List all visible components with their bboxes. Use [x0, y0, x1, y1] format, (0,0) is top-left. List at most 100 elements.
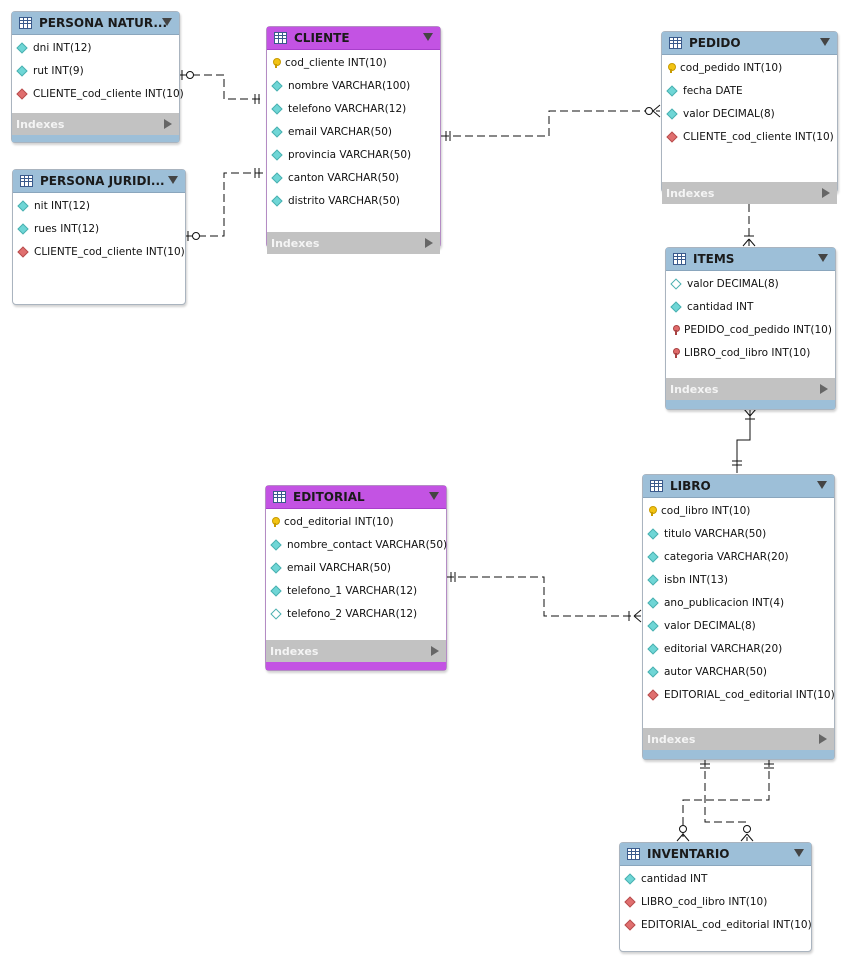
column-row[interactable]: canton VARCHAR(50)	[267, 166, 440, 189]
attribute-icon	[271, 102, 283, 115]
column-name: rues INT(12)	[34, 222, 100, 235]
attribute-icon	[670, 300, 682, 313]
table-header[interactable]: LIBRO	[643, 475, 834, 498]
primary-key-icon	[667, 62, 676, 73]
foreign-key-icon	[16, 87, 28, 100]
table-header[interactable]: PEDIDO	[662, 32, 837, 55]
column-row[interactable]: LIBRO_cod_libro INT(10)	[666, 341, 835, 364]
column-name: CLIENTE_cod_cliente INT(10)	[34, 245, 185, 258]
column-row[interactable]: telefono VARCHAR(12)	[267, 97, 440, 120]
collapse-arrow-icon[interactable]	[168, 176, 178, 184]
column-row[interactable]: telefono_1 VARCHAR(12)	[266, 579, 446, 602]
collapse-arrow-icon[interactable]	[794, 849, 804, 857]
collapse-arrow-icon[interactable]	[429, 492, 439, 500]
column-row[interactable]: CLIENTE_cod_cliente INT(10)	[12, 82, 184, 105]
column-row[interactable]: PEDIDO_cod_pedido INT(10)	[666, 318, 835, 341]
column-row[interactable]: cod_cliente INT(10)	[267, 51, 440, 74]
column-row[interactable]: email VARCHAR(50)	[266, 556, 446, 579]
column-row[interactable]: nombre VARCHAR(100)	[267, 74, 440, 97]
column-row[interactable]: titulo VARCHAR(50)	[643, 522, 834, 545]
expand-arrow-icon[interactable]	[431, 646, 439, 656]
column-row[interactable]: dni INT(12)	[12, 36, 179, 59]
indexes-section[interactable]: Indexes	[643, 728, 834, 750]
collapse-arrow-icon[interactable]	[423, 33, 433, 41]
table-icon	[20, 175, 33, 187]
column-row[interactable]: LIBRO_cod_libro INT(10)	[620, 890, 811, 913]
column-row[interactable]: cod_editorial INT(10)	[266, 510, 446, 533]
column-row[interactable]: fecha DATE	[662, 79, 837, 102]
column-row[interactable]: valor DECIMAL(8)	[643, 614, 834, 637]
indexes-section[interactable]: Indexes	[662, 182, 837, 204]
table-header[interactable]: ITEMS	[666, 248, 835, 271]
column-row[interactable]: cantidad INT	[620, 867, 811, 890]
column-row[interactable]: nit INT(12)	[13, 194, 185, 217]
indexes-section[interactable]: Indexes	[266, 640, 446, 662]
column-row[interactable]: email VARCHAR(50)	[267, 120, 440, 143]
relationship-libro-inventario-2	[700, 759, 754, 842]
column-row[interactable]: editorial VARCHAR(20)	[643, 637, 834, 660]
attribute-icon	[647, 665, 659, 678]
column-row[interactable]: categoria VARCHAR(20)	[643, 545, 834, 568]
collapse-arrow-icon[interactable]	[817, 481, 827, 489]
table-title: EDITORIAL	[293, 490, 365, 504]
attribute-icon	[624, 872, 636, 885]
column-name: ano_publicacion INT(4)	[664, 596, 785, 609]
column-row[interactable]: rues INT(12)	[13, 217, 185, 240]
column-row[interactable]: CLIENTE_cod_cliente INT(10)	[662, 125, 837, 148]
column-row[interactable]: provincia VARCHAR(50)	[267, 143, 440, 166]
column-row[interactable]: nombre_contact VARCHAR(50)	[266, 533, 447, 556]
indexes-label: Indexes	[666, 186, 715, 200]
expand-arrow-icon[interactable]	[822, 188, 830, 198]
column-row[interactable]: EDITORIAL_cod_editorial INT(10)	[643, 683, 835, 706]
expand-arrow-icon[interactable]	[425, 238, 433, 248]
column-row[interactable]: rut INT(9)	[12, 59, 179, 82]
table-header[interactable]: CLIENTE	[267, 27, 440, 50]
attribute-icon	[647, 642, 659, 655]
indexes-section[interactable]: Indexes	[12, 113, 179, 135]
table-persona-natural[interactable]: PERSONA NATUR...dni INT(12)rut INT(9)CLI…	[11, 11, 184, 143]
column-name: nombre VARCHAR(100)	[288, 79, 411, 92]
column-row[interactable]: valor DECIMAL(8)	[662, 102, 837, 125]
table-persona-juridica[interactable]: PERSONA JURIDI...nit INT(12) rues INT(12)…	[12, 169, 186, 305]
column-name: valor DECIMAL(8)	[683, 107, 775, 120]
expand-arrow-icon[interactable]	[819, 734, 827, 744]
table-editorial[interactable]: EDITORIAL cod_editorial INT(10)nombre_con…	[265, 485, 447, 671]
relationship-persona-juridica-cliente	[186, 168, 264, 241]
table-icon	[273, 491, 286, 503]
attribute-icon	[270, 538, 282, 551]
column-row[interactable]: CLIENTE_cod_cliente INT(10)	[13, 240, 185, 263]
table-header[interactable]: PERSONA JURIDI...	[13, 170, 185, 193]
attribute-icon	[270, 584, 282, 597]
column-row[interactable]: cod_libro INT(10)	[643, 499, 834, 522]
column-row[interactable]: ano_publicacion INT(4)	[643, 591, 834, 614]
table-header[interactable]: INVENTARIO	[620, 843, 811, 866]
indexes-section[interactable]: Indexes	[666, 378, 835, 400]
column-name: valor DECIMAL(8)	[687, 277, 779, 290]
column-name: email VARCHAR(50)	[288, 125, 393, 138]
column-row[interactable]: distrito VARCHAR(50)	[267, 189, 440, 212]
column-row[interactable]: cod_pedido INT(10)	[662, 56, 837, 79]
collapse-arrow-icon[interactable]	[818, 254, 828, 262]
attribute-icon	[16, 41, 28, 54]
column-row[interactable]: valor DECIMAL(8)	[666, 272, 835, 295]
table-header[interactable]: PERSONA NATUR...	[12, 12, 179, 35]
column-row[interactable]: isbn INT(13)	[643, 568, 834, 591]
expand-arrow-icon[interactable]	[164, 119, 172, 129]
indexes-section[interactable]: Indexes	[267, 232, 440, 254]
column-row[interactable]: cantidad INT	[666, 295, 835, 318]
table-header[interactable]: EDITORIAL	[266, 486, 446, 509]
collapse-arrow-icon[interactable]	[820, 38, 830, 46]
column-row[interactable]: telefono_2 VARCHAR(12)	[266, 602, 446, 625]
column-row[interactable]: autor VARCHAR(50)	[643, 660, 834, 683]
expand-arrow-icon[interactable]	[820, 384, 828, 394]
collapse-arrow-icon[interactable]	[162, 18, 172, 26]
foreign-key-icon	[624, 895, 636, 908]
attribute-icon	[647, 596, 659, 609]
column-row[interactable]: EDITORIAL_cod_editorial INT(10)	[620, 913, 812, 936]
attribute-icon	[16, 64, 28, 77]
